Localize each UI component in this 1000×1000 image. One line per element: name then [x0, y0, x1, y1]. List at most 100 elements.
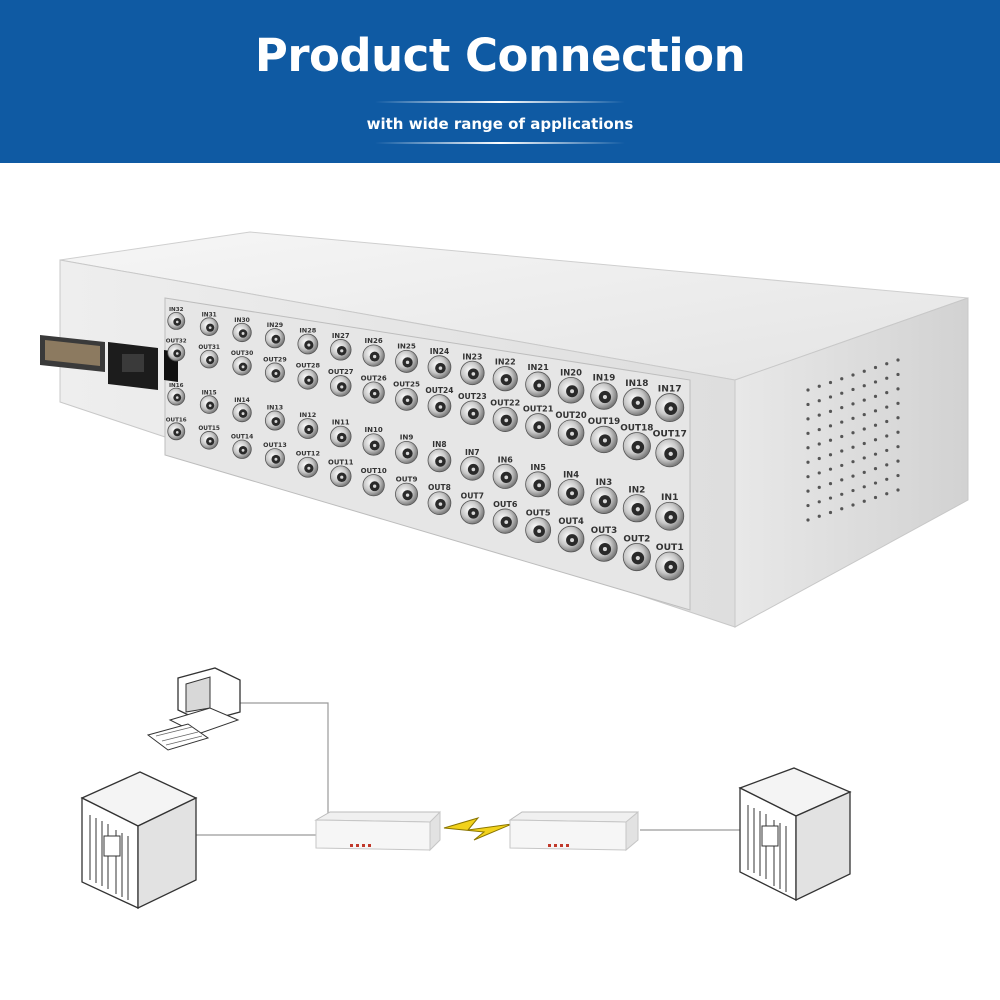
bnc-connector-in24	[427, 355, 452, 379]
port-label: OUT9	[396, 474, 418, 483]
port-label: OUT26	[361, 374, 387, 382]
bnc-connector-out13	[264, 448, 285, 469]
port-label: OUT3	[591, 526, 617, 536]
port-label: IN16	[169, 383, 184, 389]
bnc-connector-in3	[590, 486, 618, 514]
header-banner: Product Connection with wide range of ap…	[0, 0, 1000, 163]
port-label: IN30	[234, 317, 250, 324]
vent-hole	[817, 514, 821, 518]
bnc-connector-in19	[590, 382, 618, 410]
bnc-connector-out5	[525, 517, 552, 544]
bnc-connector-out29	[264, 362, 285, 383]
bnc-connector-out1	[655, 551, 685, 581]
vent-hole	[851, 503, 855, 507]
vent-hole	[896, 401, 900, 405]
port-label: IN5	[530, 462, 546, 472]
port-label: IN28	[299, 327, 316, 335]
bnc-connector-out7	[460, 499, 485, 525]
vent-hole	[851, 460, 855, 464]
vent-hole	[862, 369, 866, 373]
optical-transmitter-icon	[314, 810, 441, 852]
lightning-link-icon	[443, 817, 513, 841]
vent-hole	[873, 365, 878, 370]
vent-hole	[862, 499, 866, 503]
vent-hole	[817, 442, 821, 446]
port-label: OUT25	[393, 380, 420, 389]
bnc-connector-out4	[557, 525, 585, 553]
port-label: IN27	[332, 332, 350, 340]
bnc-connector-out30	[232, 356, 252, 376]
vent-hole	[896, 473, 900, 478]
port-label: OUT12	[296, 450, 320, 458]
vent-hole	[896, 358, 900, 362]
bnc-connector-in25	[395, 349, 419, 373]
port-label: OUT30	[231, 350, 253, 357]
bnc-connector-in5	[525, 471, 552, 498]
vent-hole	[806, 489, 810, 493]
vent-hole	[851, 402, 855, 406]
bnc-connector-in21	[525, 371, 552, 398]
vent-hole	[885, 477, 889, 481]
bnc-connector-out22	[492, 406, 518, 432]
port-label: IN20	[560, 367, 582, 377]
port-label: IN32	[169, 307, 184, 313]
bnc-connector-out28	[297, 368, 319, 390]
vent-hole	[896, 387, 900, 391]
vent-hole	[896, 445, 900, 449]
vent-hole	[828, 438, 833, 442]
port-label: OUT7	[461, 492, 484, 501]
vent-hole	[817, 399, 821, 403]
vent-hole	[896, 372, 900, 377]
vent-hole	[885, 391, 889, 395]
vent-hole	[840, 449, 844, 453]
bnc-connector-in4	[557, 479, 585, 506]
decorative-rule-bottom	[375, 142, 625, 144]
bnc-connector-in22	[492, 366, 518, 392]
vent-hole	[885, 434, 889, 438]
vent-hole	[885, 448, 889, 453]
vent-hole	[828, 424, 833, 428]
terminal-block-icon	[40, 335, 105, 372]
port-label: OUT4	[558, 516, 584, 526]
bnc-connector-in8	[427, 448, 452, 473]
connection-diagram-svg	[80, 667, 852, 910]
bnc-connector-out32	[167, 343, 186, 362]
vent-hole	[806, 417, 810, 421]
vent-hole	[873, 481, 878, 485]
vent-hole	[885, 362, 889, 366]
vent-hole	[862, 470, 866, 474]
port-label: IN9	[400, 433, 414, 442]
vent-hole	[862, 427, 866, 431]
vent-hole	[885, 463, 889, 467]
port-label: OUT6	[493, 500, 518, 509]
vent-hole	[817, 384, 821, 388]
port-label: OUT8	[428, 483, 451, 492]
vent-hole	[828, 510, 833, 515]
vent-hole	[885, 419, 889, 424]
port-label: OUT32	[166, 339, 187, 345]
page-title: Product Connection	[254, 29, 746, 82]
vent-grille-icon	[806, 358, 900, 522]
bnc-connector-out31	[199, 349, 219, 369]
port-label: OUT20	[555, 410, 586, 420]
port-label: OUT31	[198, 345, 220, 351]
bnc-connector-out20	[557, 419, 585, 447]
vent-hole	[817, 413, 821, 417]
port-label: OUT19	[588, 417, 620, 427]
vent-hole	[828, 380, 833, 385]
vent-hole	[851, 431, 855, 435]
bnc-connector-out15	[199, 431, 219, 450]
link-computer-to-transmitter	[238, 702, 329, 818]
bnc-connector-in15	[199, 395, 219, 414]
bnc-connector-out6	[492, 508, 518, 534]
vent-hole	[806, 431, 810, 435]
vent-hole	[851, 488, 855, 493]
port-label: IN24	[430, 347, 450, 356]
bnc-connector-out2	[622, 543, 651, 572]
vent-hole	[828, 409, 833, 413]
vent-hole	[806, 446, 810, 450]
port-label: IN26	[365, 337, 383, 345]
bnc-connector-out8	[427, 491, 452, 516]
vent-hole	[896, 488, 900, 492]
port-label: OUT29	[263, 356, 287, 363]
